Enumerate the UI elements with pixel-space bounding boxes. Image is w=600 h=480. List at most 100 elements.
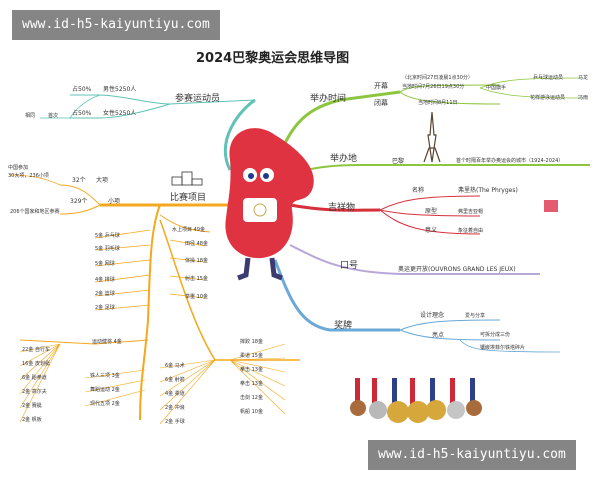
time-label: 举办时间 [310,94,347,104]
medals-icon [350,378,482,423]
mascot-phryge-icon [225,128,314,281]
far-item: 摔跤 18金 [240,339,263,345]
cycling-item: 22金 自行车 [22,347,50,353]
right-item: 6金 射箭 [165,377,185,383]
bearer2-name: 冯雨 [578,95,589,101]
events-trunk [139,204,161,421]
mascot-meaning-value: 象征着自由 [458,228,484,234]
athletes-branch [223,98,256,171]
diagram-title: 2024巴黎奥运会思维导图 [196,51,350,66]
place-note: 首个时隔百年举办奥运会的城市（1924-2024） [456,158,564,164]
cycling-item: 16金 皮划艇 [22,361,50,367]
mascot-name-line [379,195,481,211]
aquatic-item: 射击 15金 [185,276,208,282]
time-opening: 开幕 [374,82,388,90]
cycling-line [19,339,149,345]
events-countries [59,204,101,215]
mid-items-lines [84,369,146,407]
cycling-items-lines [19,343,61,423]
bearer-line1 [479,77,581,89]
cycling-item: 2金 帆板 [22,417,42,423]
athletes-male: 男性5250人 [103,86,137,93]
events-major [59,184,101,206]
athletes-female: 女性5250人 [103,110,137,117]
medal-highlight-line [399,329,501,341]
eiffel-tower-icon [423,111,441,163]
aquatic-item: 举重 10金 [185,294,208,300]
water-item: 5金 乒乓球 [95,233,120,239]
medal-label: 奖牌 [334,321,353,331]
place-label: 举办地 [330,154,358,164]
medal-highlight-line2 [459,339,561,353]
far-item: 柔道 15金 [240,353,263,359]
time-closing-date: 当地时间8月11日 [418,100,458,106]
time-opening-date2: 当地时间7月26日19点30分 [402,84,465,90]
bearer1-name: 马龙 [578,75,589,81]
mascot-emblem-icon [544,200,558,212]
cycling-item: 2金 高尔夫 [22,389,47,395]
events-major: 大项 [96,177,109,184]
mascot-proto-value: 弗里吉亚帽 [458,209,484,215]
far-items-lines [229,343,286,415]
athletes-label: 参赛运动员 [175,94,221,104]
events-minor: 小项 [108,198,121,205]
aquatic-items-lines [169,239,206,299]
right-items-lines [159,359,216,425]
place-branch [279,164,590,181]
slogan-text: 奥运更开放(OUVRONS GRAND LES JEUX) [398,266,516,273]
bearer2-sport: 花样游泳运动员 [530,95,566,101]
bearer-line2 [479,87,581,99]
medal-concept-key: 设计理念 [420,312,445,319]
mascot-meaning-line [379,209,481,235]
medal-branch [273,259,400,332]
events-cn [9,174,61,186]
right-item: 6金 马术 [165,363,185,369]
mid-item: 铁人三项 3金 [90,373,120,379]
events-cn-join: 中国参加 [8,165,29,171]
time-closing-line [399,91,501,105]
far-item: 拳击 13金 [240,381,263,387]
time-venue-note: 中国旗手 [486,85,507,91]
athletes-sub [70,94,256,105]
far-item: 击剑 12金 [240,395,263,401]
water-item: 5金 羽毛球 [95,246,120,252]
mid-item: 舞蹈运动 2金 [90,387,120,393]
water-item: 2金 足球 [95,305,115,311]
water-line [159,214,211,233]
slogan-branch [289,244,540,275]
podium-icon [171,171,203,186]
slogan-label: 口号 [340,261,359,271]
mascot-name-value: 弗里热(The Phryges) [458,187,518,194]
medal-concept-line [399,319,501,331]
right-item: 2金 手球 [165,419,185,425]
mascot-branch [289,203,381,212]
events-countries: 206个国家和地区参赛 [10,209,60,215]
right-trunk [159,219,300,361]
events-water: 水上项目 49金 [172,227,205,233]
mascot-meaning-key: 意义 [425,227,438,234]
events-cn-detail: 30大项，236小项 [8,173,49,179]
water-items-lines [94,229,151,311]
time-opening-date1: （北京时间27日凌晨1点30分） [402,75,473,81]
right-item: 2金 冲浪 [165,405,185,411]
athletes-equal: 相同 [25,113,36,119]
place-city: 巴黎 [392,158,405,165]
cycling-item: 6金 跆拳道 [22,375,47,381]
mascot-proto-line [379,209,481,217]
aquatic-item: 体操 18金 [185,258,208,264]
athletes-first: 首次 [48,113,59,119]
athletes-ratio-f: 占50% [72,110,92,117]
water-item: 2金 篮球 [95,291,115,297]
far-item: 帆船 10金 [240,409,263,415]
mid-item: 现代五项 2金 [90,401,120,407]
events-minor-count: 329个 [70,198,88,205]
cycling-item: 2金 赛艇 [22,403,42,409]
events-major-count: 32个 [72,177,86,184]
athletes-ratio-m: 占50% [72,86,92,93]
watermark-bottom: www.id-h5-kaiyuntiyu.com [368,440,576,470]
bearer1-sport: 乒乓球运动员 [533,75,564,81]
mascot-label: 吉祥物 [328,203,356,213]
mascot-name-key: 名称 [412,187,425,194]
